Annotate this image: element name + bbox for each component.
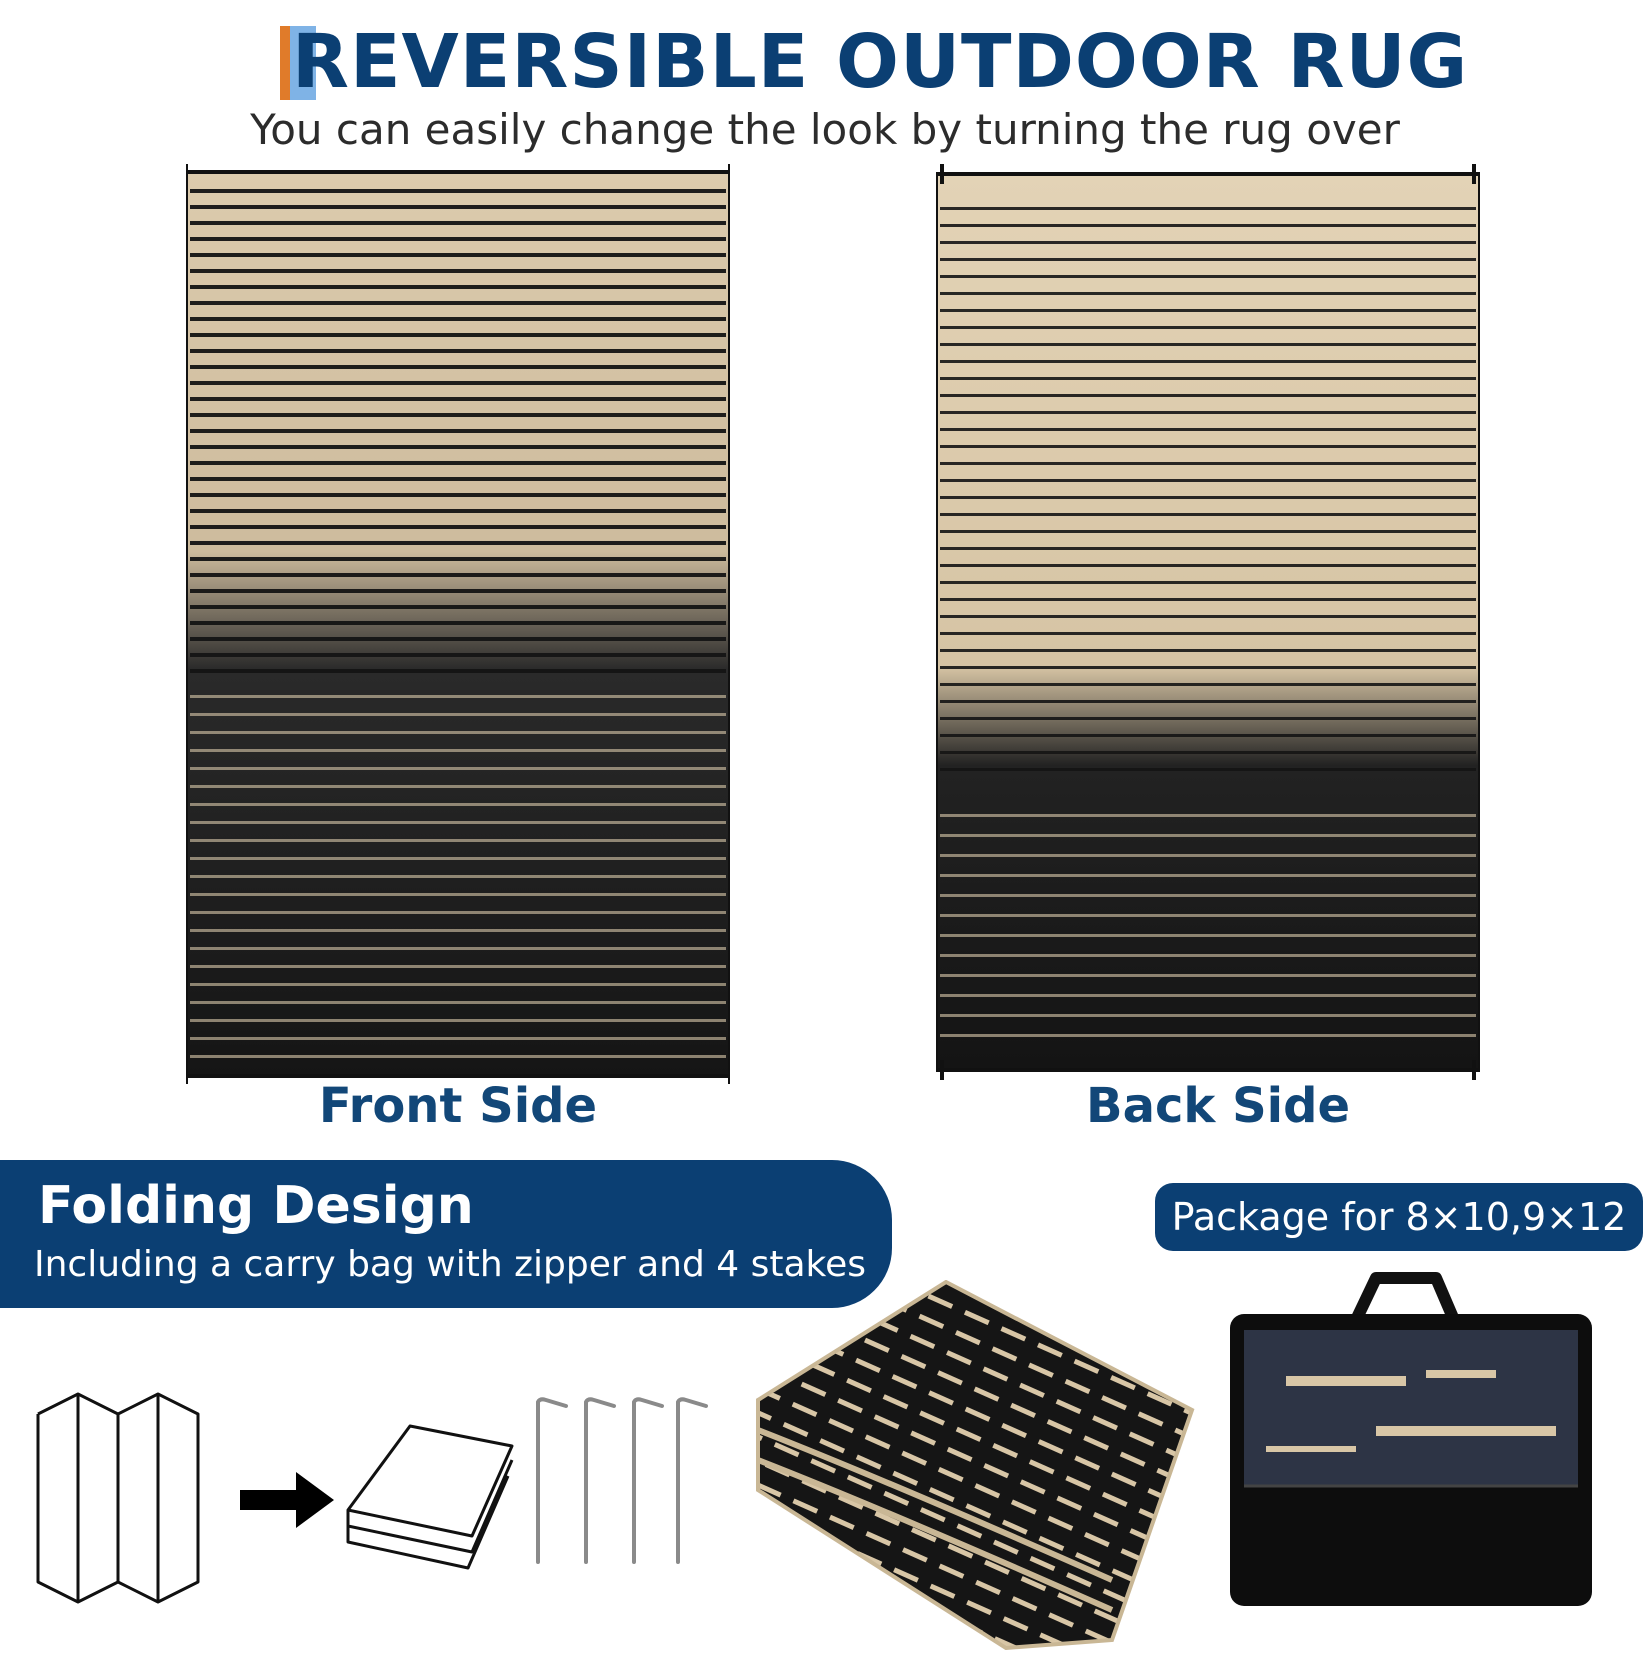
folded-rug-icon [344,1420,516,1572]
page-title: REVERSIBLE OUTDOOR RUG [292,19,1469,105]
folding-panels-icon [36,1392,210,1604]
title-accent-blue [290,26,316,100]
page-subtitle: You can easily change the look by turnin… [250,105,1400,154]
back-side-rug-image [934,164,1482,1084]
folded-rug-photo [756,1279,1196,1651]
front-rug-graphic [184,164,732,1084]
folding-design-banner [0,1160,892,1308]
right-arrow-icon [240,1470,336,1530]
folding-design-title: Folding Design [38,1176,474,1236]
carry-bag-photo [1226,1270,1596,1610]
back-rug-graphic [934,164,1482,1080]
back-side-label: Back Side [1086,1078,1350,1134]
folding-design-subtitle: Including a carry bag with zipper and 4 … [34,1244,867,1285]
front-side-rug-image [184,164,732,1084]
title-accent-orange [280,26,290,100]
front-side-label: Front Side [318,1078,598,1134]
package-size-badge: Package for 8×10,9×12 [1155,1183,1643,1251]
stakes-group [534,1396,714,1564]
stake-icon [536,1397,708,1564]
